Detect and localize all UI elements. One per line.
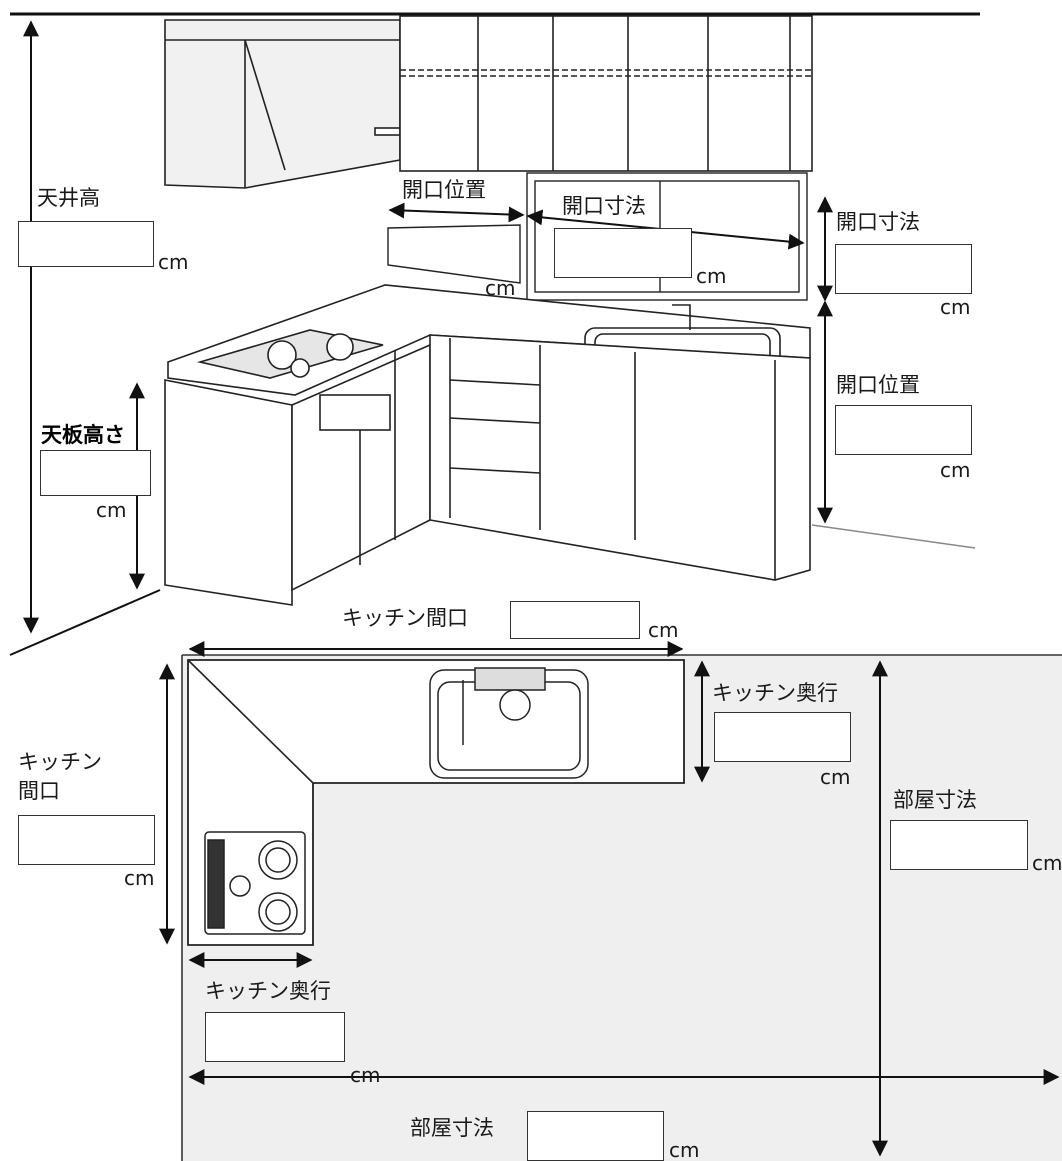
kitchen-width-top-unit: cm: [648, 618, 679, 642]
ceiling-height-field[interactable]: [18, 221, 154, 267]
floor-plan: [181, 654, 1062, 1161]
counter-height-label: 天板高さ: [41, 423, 125, 447]
opening-position-right-label: 開口位置: [836, 373, 920, 397]
lower-cabinets: [164, 334, 811, 606]
opening-size-right-label: 開口寸法: [836, 210, 920, 234]
room-size-right-field[interactable]: [890, 820, 1028, 870]
counter-height-unit: cm: [96, 498, 127, 522]
opening-size-top-label: 開口寸法: [562, 194, 646, 218]
opening-position-top-unit: cm: [485, 276, 516, 300]
kitchen-depth-right-field[interactable]: [714, 712, 851, 762]
kitchen-depth-right-label: キッチン奥行: [712, 681, 838, 705]
kitchen-depth-bottom-label: キッチン奥行: [205, 979, 331, 1003]
kitchen-width-left-label-line2: 間口: [18, 779, 60, 803]
range-hood: [164, 19, 401, 189]
kitchen-width-left-unit: cm: [124, 866, 155, 890]
kitchen-width-left-field[interactable]: [18, 815, 155, 865]
upper-cabinets: [399, 15, 813, 172]
opening-position-right-field[interactable]: [835, 405, 972, 455]
kitchen-depth-bottom-unit: cm: [350, 1063, 381, 1087]
sink-plan: [429, 667, 589, 779]
room-size-bottom-label: 部屋寸法: [410, 1116, 494, 1140]
kitchen-width-left-label-line1: キッチン: [18, 750, 102, 774]
opening-position-arrow: [388, 202, 525, 223]
room-size-bottom-field[interactable]: [527, 1111, 664, 1161]
kitchen-width-top-label: キッチン間口: [342, 606, 468, 630]
ceiling-height-label: 天井高: [37, 186, 100, 210]
kitchen-depth-right-unit: cm: [820, 765, 851, 789]
stove-plan: [204, 831, 306, 935]
countertop: [167, 284, 811, 396]
opening-size-top-field[interactable]: [554, 228, 692, 278]
room-size-right-unit: cm: [1032, 851, 1062, 875]
opening-size-right-field[interactable]: [835, 244, 972, 294]
room-size-bottom-unit: cm: [669, 1138, 700, 1161]
counter-height-field[interactable]: [40, 450, 151, 496]
opening-size-top-unit: cm: [696, 264, 727, 288]
kitchen-width-top-field[interactable]: [510, 601, 640, 639]
room-size-right-label: 部屋寸法: [893, 788, 977, 812]
opening-position-right-unit: cm: [940, 458, 971, 482]
kitchen-depth-bottom-field[interactable]: [205, 1012, 345, 1062]
opening-size-right-unit: cm: [940, 295, 971, 319]
ceiling-height-unit: cm: [158, 250, 189, 274]
left-window-panel: [387, 224, 521, 284]
opening-position-top-label: 開口位置: [402, 178, 486, 202]
